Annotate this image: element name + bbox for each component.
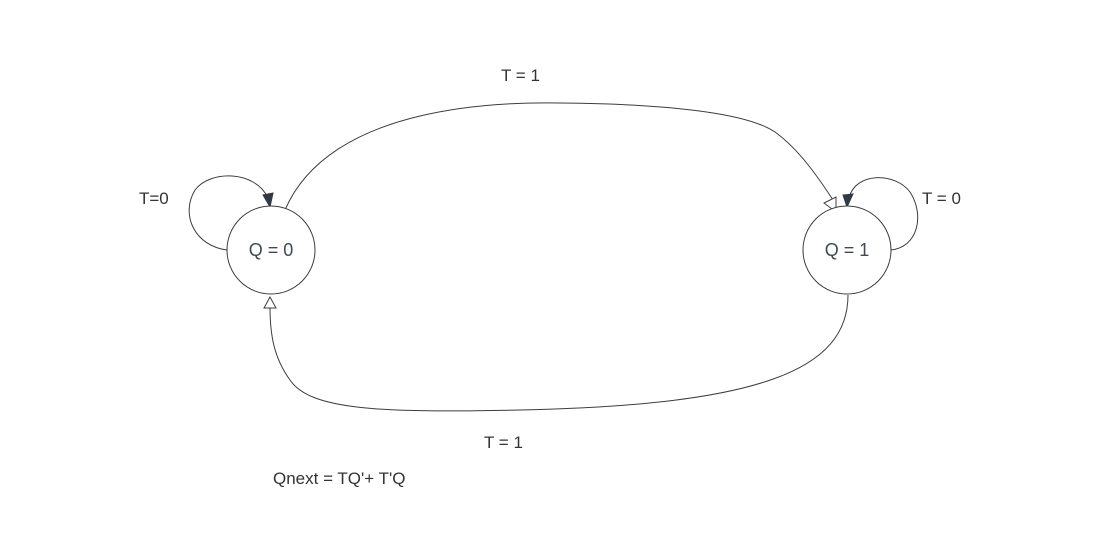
label-self-loop-q1: T = 0 (922, 189, 961, 208)
arrow-head-self-loop-q1 (842, 193, 854, 209)
label-edge-q0-to-q1: T = 1 (501, 66, 540, 85)
edge-q1-to-q0 (269, 294, 849, 412)
state-q0-label: Q = 0 (249, 240, 294, 260)
state-q1-label: Q = 1 (825, 240, 870, 260)
state-q1-circle (802, 205, 892, 295)
self-loop-q1 (848, 177, 919, 251)
arrow-head-self-loop-q0 (262, 192, 274, 209)
state-q0: Q = 0 (226, 205, 316, 295)
label-self-loop-q0: T=0 (139, 189, 169, 208)
self-loop-q0 (188, 175, 269, 251)
equation-text: Qnext = TQ'+ T'Q (273, 469, 405, 488)
edge-q0-to-q1 (284, 102, 836, 211)
label-edge-q1-to-q0: T = 1 (484, 433, 523, 452)
state-q0-circle (226, 205, 316, 295)
arrow-head-q1-to-q0 (263, 295, 277, 309)
state-q1: Q = 1 (802, 205, 892, 295)
